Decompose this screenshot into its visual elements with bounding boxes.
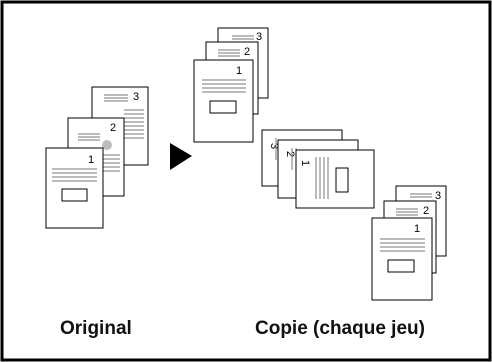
page-number: 3 — [435, 190, 441, 202]
copy-set-bottom-page-1: 1 — [371, 217, 433, 301]
copy-set-top-page-1: 1 — [193, 59, 254, 143]
copy-set-middle-page-1: 1 — [295, 149, 375, 209]
page-number: 3 — [256, 31, 262, 43]
original-page-1: 1 — [45, 147, 104, 229]
page-number: 1 — [236, 65, 242, 77]
copy-set-middle: 3 2 1 — [261, 129, 375, 209]
copy-caption: Copie (chaque jeu) — [255, 318, 425, 339]
arrow-icon — [170, 143, 192, 170]
original-page-2-number: 2 — [110, 122, 116, 134]
original-stack: 3 2 — [45, 86, 149, 229]
copy-set-bottom: 3 2 1 — [371, 185, 447, 301]
page-number: 3 — [268, 143, 280, 149]
original-page-2-dot — [102, 140, 112, 150]
page-number: 1 — [414, 223, 420, 235]
page-number: 2 — [423, 205, 429, 217]
original-page-1-number: 1 — [88, 154, 94, 166]
original-caption: Original — [60, 318, 132, 339]
page-number: 1 — [299, 160, 311, 166]
page-number: 2 — [244, 46, 250, 58]
copy-set-top: 3 2 1 — [193, 27, 269, 143]
page-number: 2 — [284, 151, 296, 157]
original-page-3-number: 3 — [133, 91, 139, 103]
